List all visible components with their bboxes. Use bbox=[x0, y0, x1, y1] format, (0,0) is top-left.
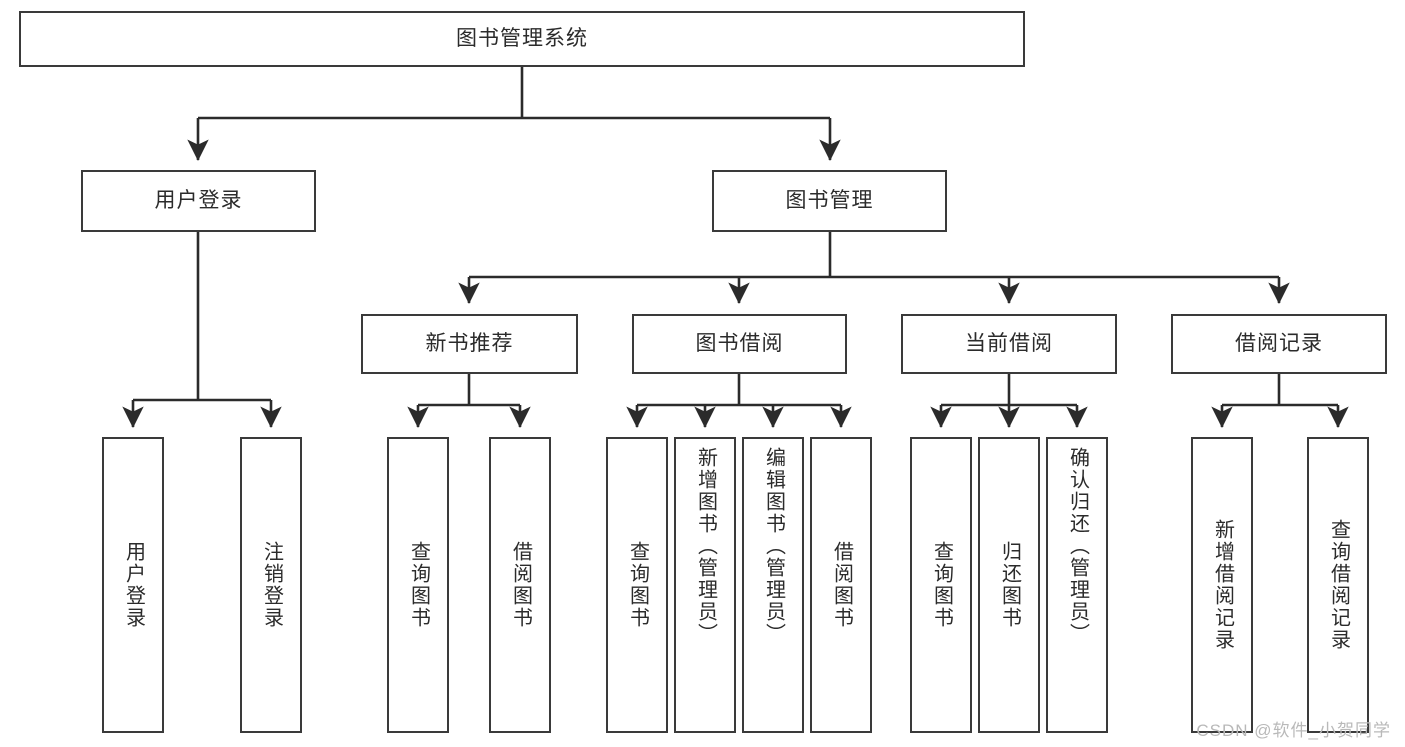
node-current-borrow[interactable]: 当前借阅 bbox=[901, 314, 1117, 374]
node-leaf-query-book-3[interactable]: 查询图书 bbox=[910, 437, 972, 733]
node-leaf-add-record-label: 新增借阅记录 bbox=[1211, 519, 1234, 651]
node-leaf-query-book-1-label: 查询图书 bbox=[407, 541, 430, 629]
node-leaf-query-book-2-label: 查询图书 bbox=[626, 541, 649, 629]
node-leaf-query-book-3-label: 查询图书 bbox=[930, 541, 953, 629]
node-book-manage-label: 图书管理 bbox=[785, 188, 874, 212]
node-leaf-borrow-book-1[interactable]: 借阅图书 bbox=[489, 437, 551, 733]
node-leaf-logout[interactable]: 注销登录 bbox=[240, 437, 302, 733]
node-leaf-borrow-book-2[interactable]: 借阅图书 bbox=[810, 437, 872, 733]
node-leaf-query-record-label: 查询借阅记录 bbox=[1327, 519, 1350, 651]
node-leaf-add-book[interactable]: 新增图书（管理员） bbox=[674, 437, 736, 733]
node-leaf-query-record[interactable]: 查询借阅记录 bbox=[1307, 437, 1369, 733]
node-borrow-record-label: 借阅记录 bbox=[1235, 331, 1323, 355]
node-leaf-borrow-book-1-label: 借阅图书 bbox=[509, 541, 532, 629]
node-leaf-edit-book[interactable]: 编辑图书（管理员） bbox=[742, 437, 804, 733]
node-leaf-return-book-label: 归还图书 bbox=[998, 541, 1021, 629]
node-new-book-recommend[interactable]: 新书推荐 bbox=[361, 314, 578, 374]
node-leaf-confirm-return[interactable]: 确认归还（管理员） bbox=[1046, 437, 1108, 733]
node-leaf-edit-book-label: 编辑图书（管理员） bbox=[762, 447, 785, 645]
node-leaf-return-book[interactable]: 归还图书 bbox=[978, 437, 1040, 733]
node-leaf-logout-label: 注销登录 bbox=[260, 541, 283, 629]
node-leaf-borrow-book-2-label: 借阅图书 bbox=[830, 541, 853, 629]
node-leaf-user-login-label: 用户登录 bbox=[122, 541, 145, 629]
node-current-borrow-label: 当前借阅 bbox=[965, 331, 1053, 355]
node-new-book-recommend-label: 新书推荐 bbox=[425, 331, 514, 355]
node-leaf-query-book-1[interactable]: 查询图书 bbox=[387, 437, 449, 733]
node-user-login[interactable]: 用户登录 bbox=[81, 170, 316, 232]
node-leaf-query-book-2[interactable]: 查询图书 bbox=[606, 437, 668, 733]
node-leaf-add-record[interactable]: 新增借阅记录 bbox=[1191, 437, 1253, 733]
node-book-manage[interactable]: 图书管理 bbox=[712, 170, 947, 232]
node-root-label: 图书管理系统 bbox=[456, 26, 588, 50]
node-book-borrow[interactable]: 图书借阅 bbox=[632, 314, 847, 374]
node-book-borrow-label: 图书借阅 bbox=[695, 331, 784, 355]
node-leaf-user-login[interactable]: 用户登录 bbox=[102, 437, 164, 733]
node-user-login-label: 用户登录 bbox=[154, 188, 243, 212]
node-borrow-record[interactable]: 借阅记录 bbox=[1171, 314, 1387, 374]
node-leaf-confirm-return-label: 确认归还（管理员） bbox=[1066, 447, 1089, 645]
node-root[interactable]: 图书管理系统 bbox=[19, 11, 1025, 67]
node-leaf-add-book-label: 新增图书（管理员） bbox=[694, 447, 717, 645]
watermark-text: CSDN @软件_小贺同学 bbox=[1196, 721, 1391, 740]
